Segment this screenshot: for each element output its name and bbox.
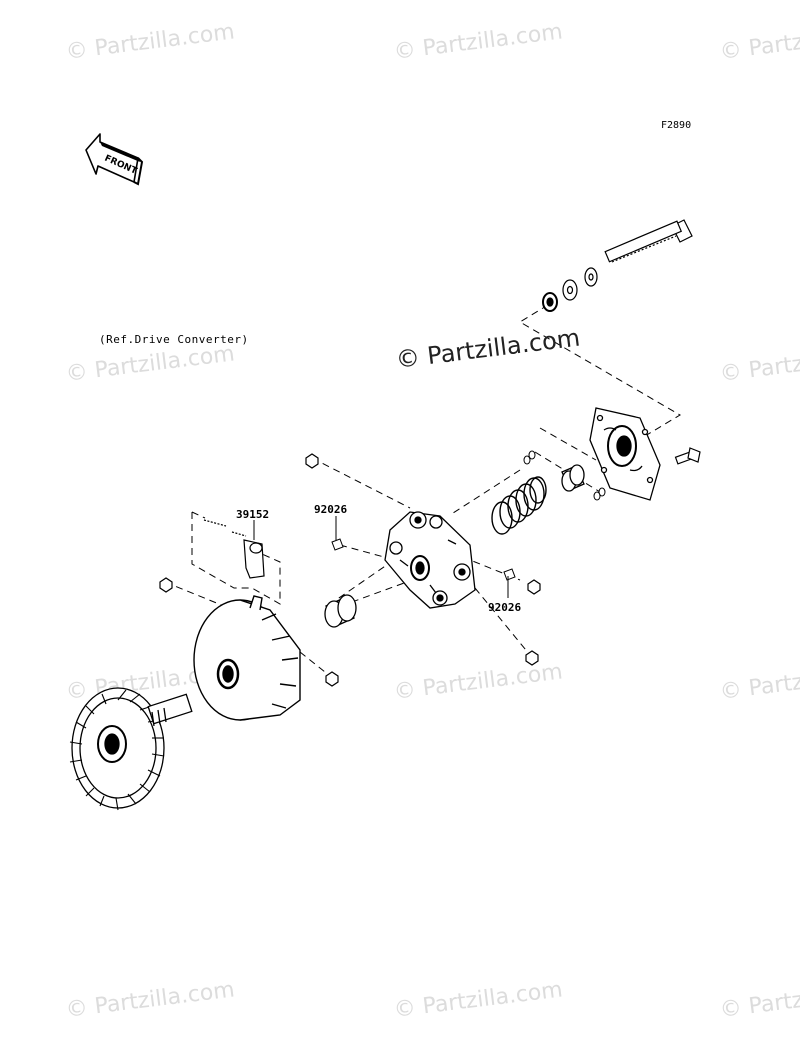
part-label-92026-upper: 92026 xyxy=(314,503,348,516)
bolt-assembly xyxy=(542,219,693,312)
fixed-sheave xyxy=(69,687,193,811)
spring xyxy=(491,476,547,535)
front-arrow-icon: FRONT xyxy=(85,133,144,186)
ramp-housing xyxy=(384,511,476,609)
part-label-92026-lower: 92026 xyxy=(488,601,522,614)
side-bolt xyxy=(674,447,701,465)
sliders xyxy=(331,538,516,581)
weight-arm xyxy=(203,519,265,579)
reference-note: (Ref.Drive Converter) xyxy=(99,333,249,346)
movable-sheave xyxy=(193,595,301,721)
bushing-upper xyxy=(561,464,585,492)
pins xyxy=(523,450,606,501)
figure-code: F2890 xyxy=(661,120,692,131)
part-label-39152: 39152 xyxy=(236,508,270,521)
bushing-lower xyxy=(324,594,357,628)
spider-plate xyxy=(589,407,661,501)
nuts xyxy=(159,453,541,687)
